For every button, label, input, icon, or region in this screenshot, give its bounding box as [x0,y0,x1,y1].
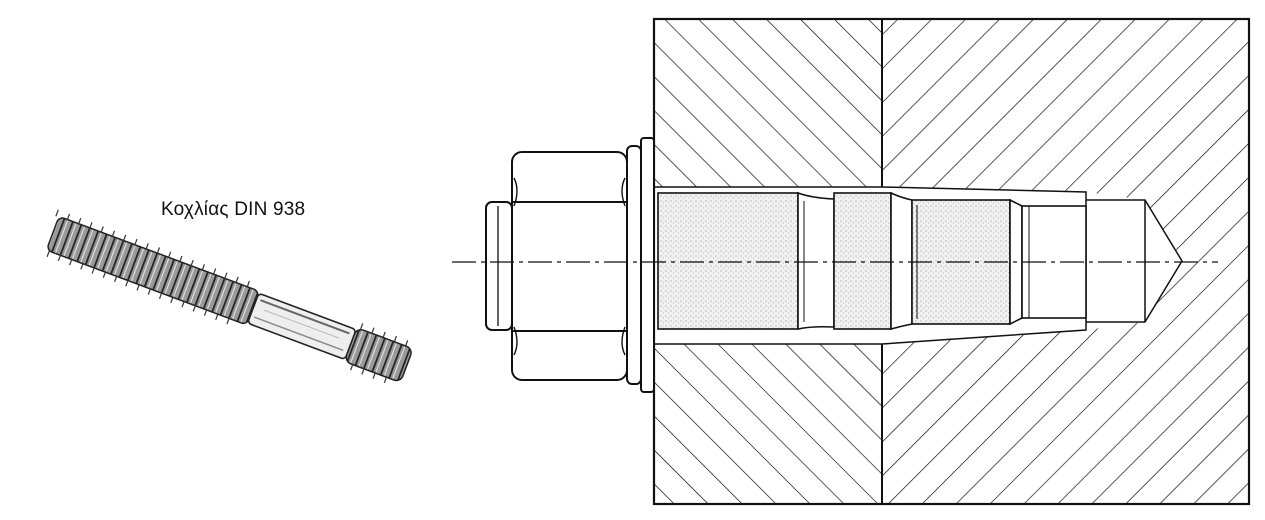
stud-short-thread [345,328,412,382]
stud-long-thread [47,217,259,325]
stud-bolt-caption: Κοχλίας DIN 938 [161,199,306,220]
stud-end [485,201,513,331]
section-view [452,17,1251,506]
hex-nut [511,151,628,381]
stud-bolt-illustration [46,209,412,384]
washer [626,137,655,393]
stud-section [657,191,1087,331]
